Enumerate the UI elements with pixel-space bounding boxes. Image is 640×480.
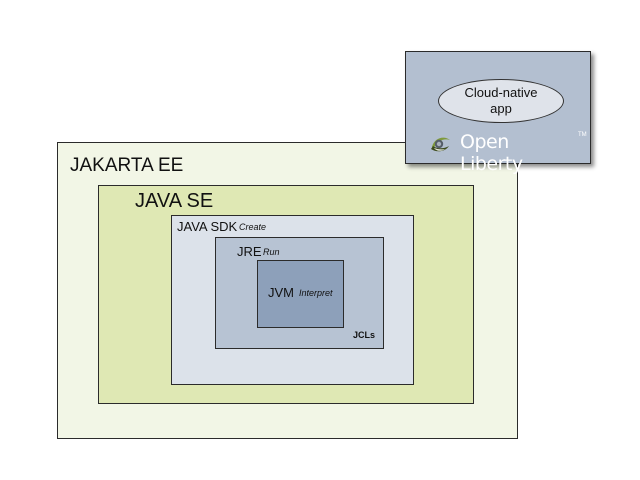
jvm-box: JVM Interpret [257,260,344,328]
java-sdk-sublabel: Create [239,222,267,232]
open-liberty-box: Cloud-native app Open Liberty TM [405,51,591,175]
jcls-label: JCLs [352,330,375,340]
open-liberty-logo-text: Open Liberty [460,131,523,175]
jakarta-ee-label: JAKARTA EE [70,155,184,176]
java-se-label: JAVA SE [135,190,214,212]
java-sdk-label: JAVA SDK [177,219,238,234]
open-liberty-logo: Open Liberty TM [428,130,587,175]
jvm-label: JVM [268,285,294,300]
open-liberty-trademark: TM [578,132,587,138]
jre-box: JRE Run JCLs [215,237,384,349]
cloud-native-app-ellipse: Cloud-native app [438,79,564,123]
jre-label: JRE [237,244,262,259]
jre-sublabel: Run [263,247,280,257]
jvm-sublabel: Interpret [299,288,333,298]
open-liberty-logo-icon [431,137,450,152]
cloud-native-app-label: Cloud-native app [464,85,538,116]
